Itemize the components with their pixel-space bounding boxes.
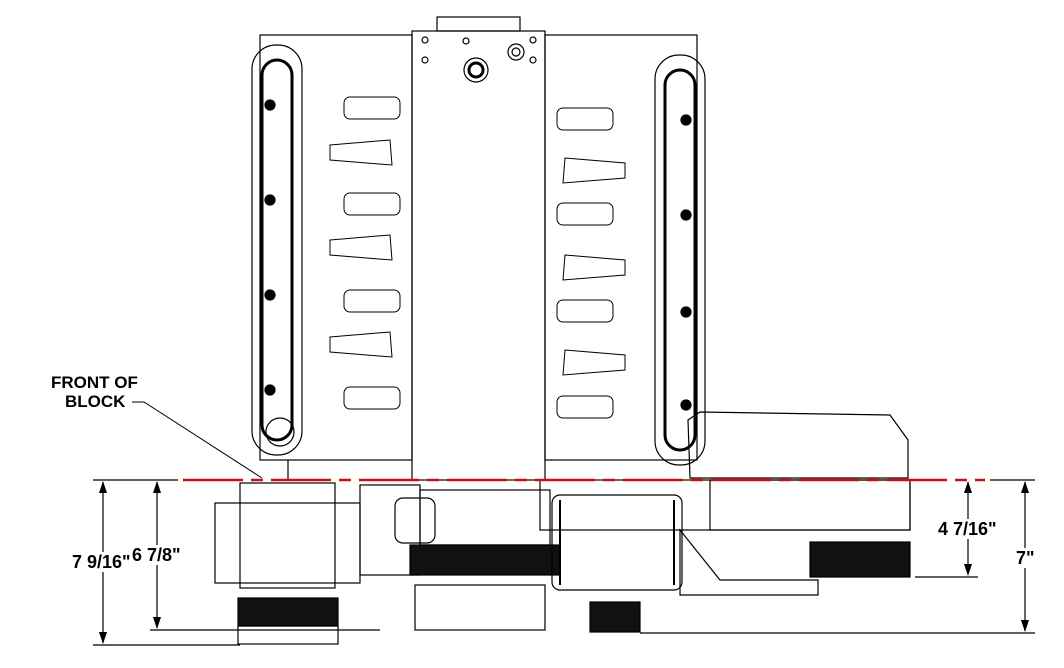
right-cylinder-head <box>544 34 706 466</box>
callout-label-line2: BLOCK <box>65 392 126 411</box>
dimension-overall-right: 7" <box>1016 548 1035 568</box>
dimension-right-inner: 4 7/16" <box>938 519 997 539</box>
callout-leader <box>132 401 263 479</box>
dimension-arrows <box>99 481 1029 644</box>
intake-tube <box>687 411 909 479</box>
engine-block <box>411 16 546 481</box>
dimension-left-inner: 6 7/8" <box>132 545 181 565</box>
callout-label-line1: FRONT OF <box>51 373 138 392</box>
left-cylinder-head <box>251 34 413 480</box>
dimension-overall-left: 7 9/16" <box>72 552 131 572</box>
front-accessories <box>214 479 911 645</box>
